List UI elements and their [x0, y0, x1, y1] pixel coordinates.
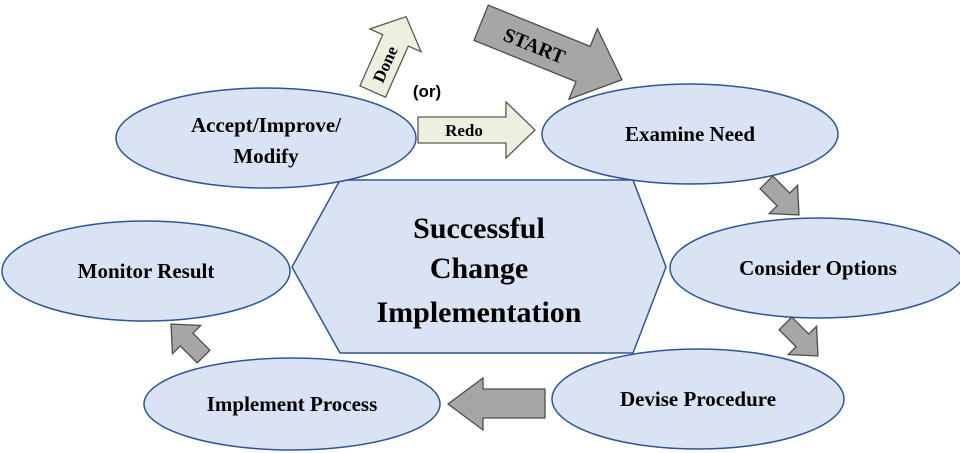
node-devise-procedure-label: Devise Procedure [620, 387, 776, 411]
node-monitor-result: Monitor Result [1, 220, 291, 322]
center-title-line3: Implementation [377, 296, 582, 329]
node-devise-procedure: Devise Procedure [551, 348, 845, 450]
arrow-implement-to-monitor [170, 323, 211, 364]
node-examine-need-label: Examine Need [625, 122, 755, 146]
arrow-devise-to-implement [446, 376, 546, 432]
node-consider-options-label: Consider Options [739, 256, 897, 280]
arrow-consider-to-devise [778, 316, 819, 357]
center-title-line2: Change [430, 252, 528, 285]
or-label: (or) [413, 82, 441, 101]
node-accept-label-line2: Modify [233, 144, 299, 168]
redo-label: Redo [445, 121, 483, 140]
redo-arrow: Redo [417, 100, 536, 160]
node-accept-improve-modify: Accept/Improve/ Modify [115, 87, 417, 189]
node-implement-process-label: Implement Process [207, 392, 378, 416]
node-accept-label-line1: Accept/Improve/ [191, 113, 342, 137]
node-examine-need: Examine Need [541, 83, 839, 185]
center-title-line1: Successful [413, 212, 545, 245]
arrow-examine-to-consider [759, 175, 800, 216]
node-implement-process: Implement Process [143, 357, 441, 451]
node-monitor-result-label: Monitor Result [78, 259, 215, 283]
node-consider-options: Consider Options [669, 217, 960, 319]
